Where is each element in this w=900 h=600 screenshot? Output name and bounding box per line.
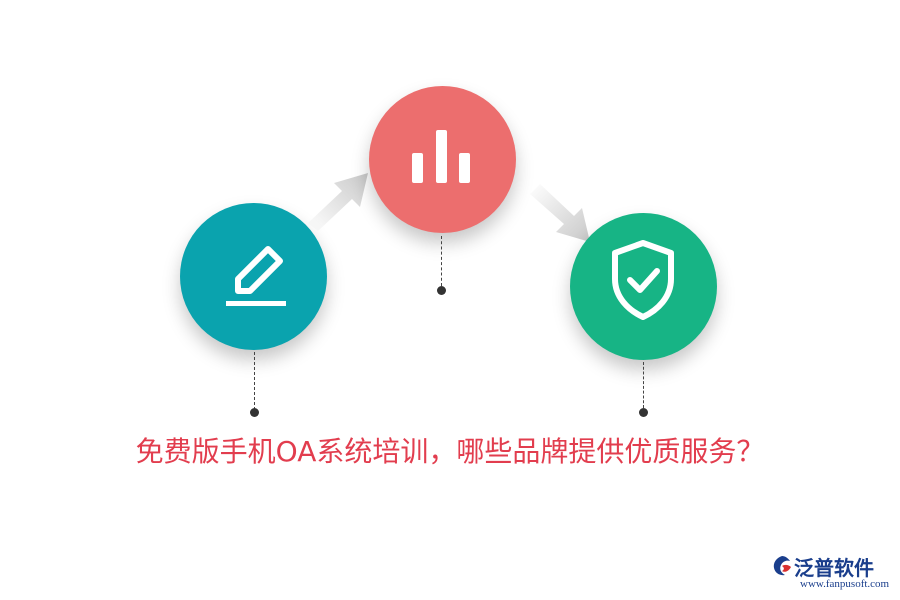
arrow-down-right [530, 184, 590, 242]
connector-line-green [643, 362, 644, 408]
bar-chart-icon [412, 130, 470, 183]
connector-dot-red [437, 286, 446, 295]
arrow-up-right [308, 173, 368, 231]
fanpu-logo-icon [773, 556, 791, 576]
step-circle-chart [369, 86, 516, 233]
step-circle-shield [570, 213, 717, 360]
pencil-icon [226, 246, 286, 306]
connector-dot-teal [250, 408, 259, 417]
step-circle-edit [180, 203, 327, 350]
connector-dot-green [639, 408, 648, 417]
page-title: 免费版手机OA系统培训，哪些品牌提供优质服务？ [135, 435, 765, 468]
connector-line-red [441, 236, 442, 286]
shield-check-icon [612, 240, 674, 320]
connector-line-teal [254, 352, 255, 410]
brand-logo: 泛普软件 www.fanpusoft.com [770, 552, 894, 596]
logo-website-url: www.fanpusoft.com [800, 578, 890, 590]
logo-brand-name: 泛普软件 [794, 556, 874, 580]
